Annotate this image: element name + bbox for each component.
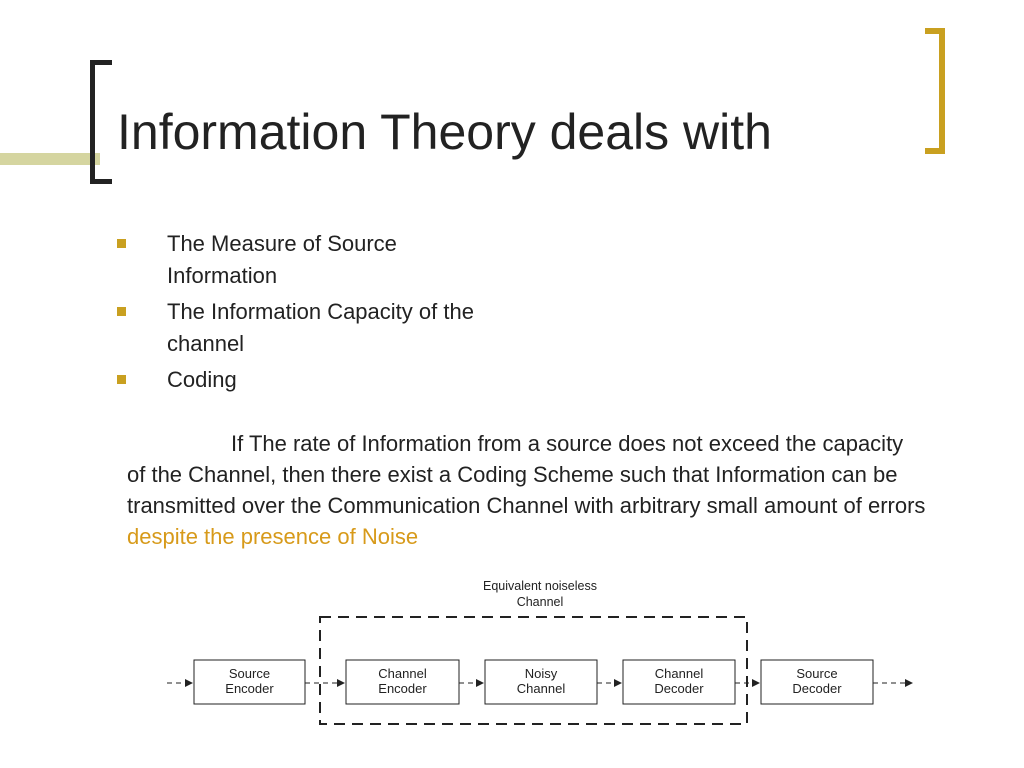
channel-decoder-block: Channel Decoder — [622, 659, 736, 705]
channel-encoder-block: Channel Encoder — [345, 659, 460, 705]
bullet-item: The Measure of Source Information — [117, 228, 517, 292]
square-bullet-icon — [117, 375, 126, 384]
block-label-line1: Noisy — [525, 666, 558, 681]
block-label-line2: Channel — [517, 681, 566, 696]
paragraph-highlight-text: despite the presence of Noise — [127, 524, 419, 549]
paragraph-main-text: If The rate of Information from a source… — [127, 431, 926, 518]
block-label-line1: Channel — [378, 666, 427, 681]
bullet-item: The Information Capacity of the channel — [117, 296, 517, 360]
bullet-item: Coding — [117, 364, 517, 396]
block-label-line1: Source — [796, 666, 837, 681]
block-label-line1: Source — [229, 666, 270, 681]
noisy-channel-block: Noisy Channel — [484, 659, 598, 705]
block-label-line2: Decoder — [654, 681, 704, 696]
square-bullet-icon — [117, 239, 126, 248]
group-label-line1: Equivalent noiseless — [483, 579, 597, 593]
bullet-list: The Measure of Source Information The In… — [117, 228, 517, 400]
bullet-text: The Information Capacity of the channel — [167, 299, 474, 356]
decorative-stripe — [0, 153, 100, 165]
bullet-text: Coding — [167, 367, 237, 392]
block-label-line2: Encoder — [378, 681, 427, 696]
equivalent-channel-boundary — [319, 616, 748, 725]
source-decoder-block: Source Decoder — [760, 659, 874, 705]
theorem-paragraph: If The rate of Information from a source… — [127, 428, 927, 552]
block-label-line1: Channel — [655, 666, 704, 681]
block-label-line2: Decoder — [792, 681, 842, 696]
block-label-line2: Encoder — [225, 681, 274, 696]
square-bullet-icon — [117, 307, 126, 316]
slide-title: Information Theory deals with — [117, 104, 772, 160]
source-encoder-block: Source Encoder — [193, 659, 306, 705]
channel-block-diagram: Equivalent noiseless Channel Source Enco… — [167, 579, 913, 725]
bullet-text: The Measure of Source Information — [167, 231, 397, 288]
left-bracket-decoration — [90, 60, 112, 184]
right-bracket-decoration — [925, 28, 945, 154]
group-label-line2: Channel — [517, 595, 564, 609]
